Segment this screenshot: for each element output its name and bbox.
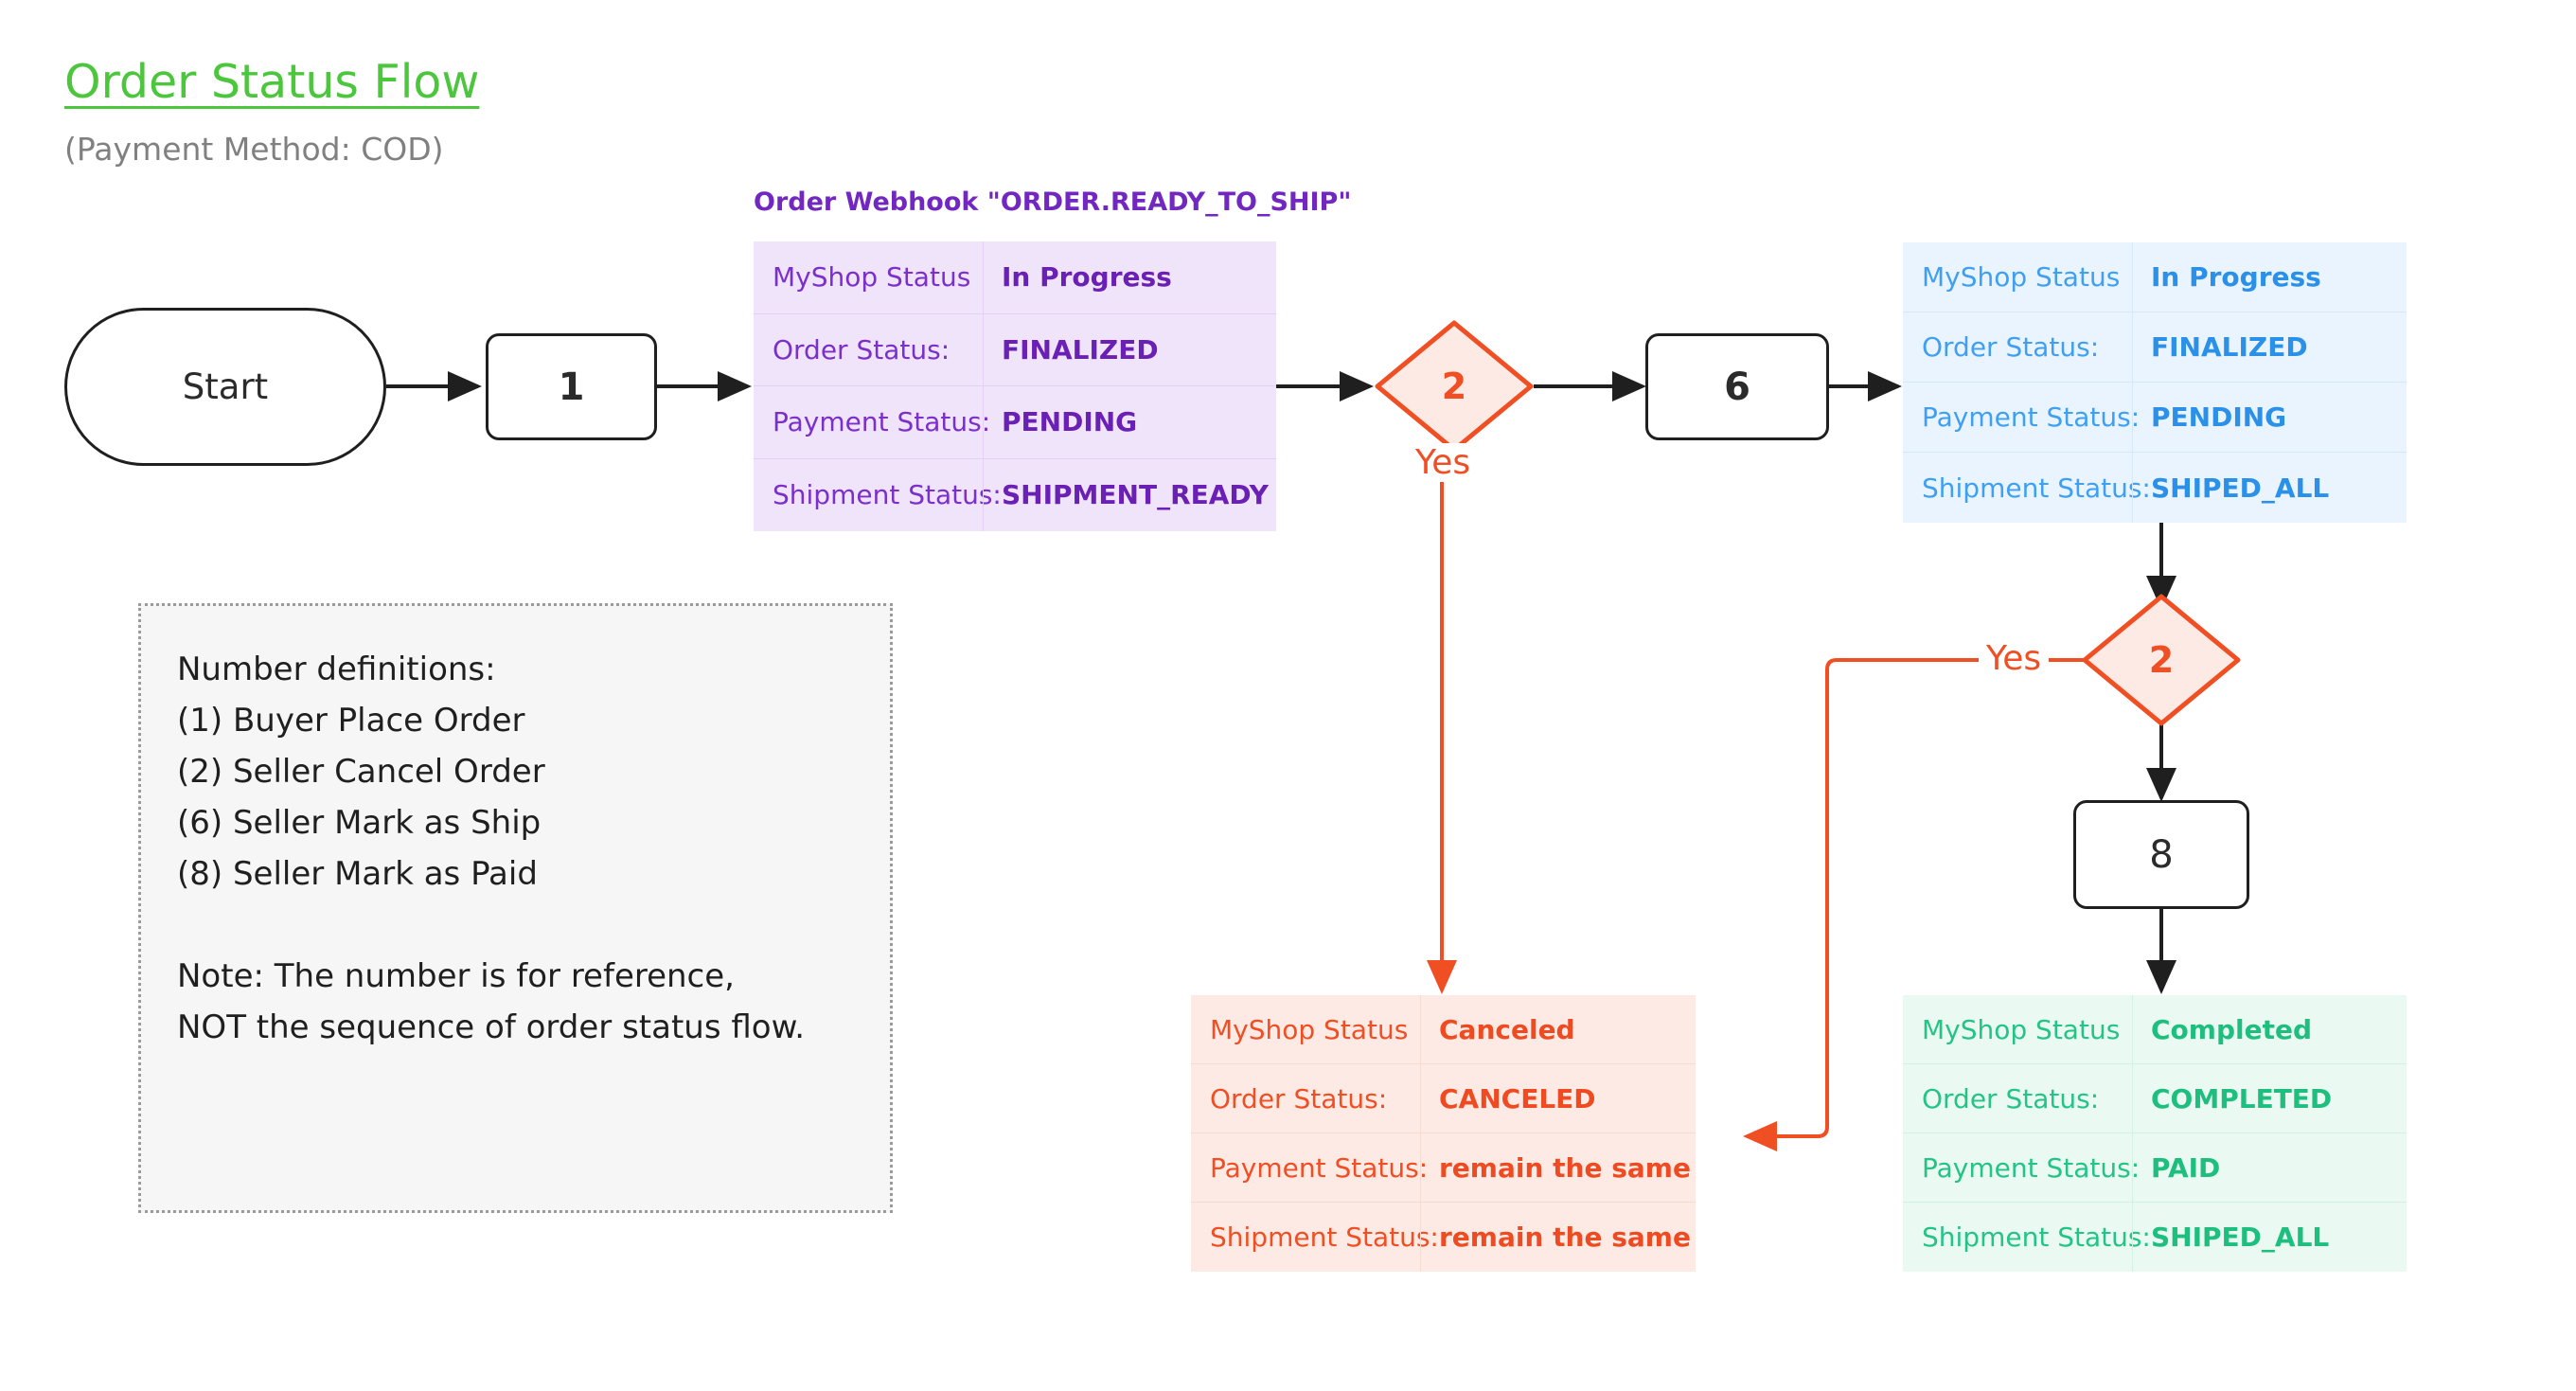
table-row: Payment Status: PAID [1903, 1133, 2407, 1203]
node-step-6-label: 6 [1724, 365, 1750, 409]
status-table-completed: MyShop Status Completed Order Status: CO… [1903, 995, 2407, 1272]
node-step-8[interactable]: 8 [2073, 800, 2249, 909]
table-row: Order Status: FINALIZED [754, 314, 1276, 386]
notes-box: Number definitions: (1) Buyer Place Orde… [138, 603, 893, 1213]
table-row: Payment Status: PENDING [1903, 383, 2407, 453]
node-step-1-label: 1 [558, 365, 585, 409]
row-value: PENDING [2151, 401, 2287, 433]
table-row: Order Status: FINALIZED [1903, 312, 2407, 383]
webhook-caption: Order Webhook "ORDER.READY_TO_SHIP" [754, 187, 1352, 217]
row-key: Payment Status: [1210, 1151, 1429, 1184]
row-value: SHIPMENT_READY [1002, 479, 1269, 511]
diamond-shape-icon [1375, 320, 1534, 453]
table-row: Shipment Status: remain the same [1191, 1203, 1696, 1272]
page-subtitle: (Payment Method: COD) [64, 131, 444, 168]
node-step-6[interactable]: 6 [1645, 333, 1829, 440]
row-value: remain the same [1439, 1151, 1691, 1184]
row-key: Shipment Status: [773, 479, 1002, 511]
table-row: Shipment Status: SHIPED_ALL [1903, 453, 2407, 523]
row-value: Completed [2151, 1013, 2313, 1045]
table-row: MyShop Status Completed [1903, 995, 2407, 1064]
row-value: Canceled [1439, 1013, 1575, 1045]
edge-label-yes-left: Yes [1979, 639, 2050, 678]
row-value: FINALIZED [1002, 333, 1159, 366]
row-key: Order Status: [773, 333, 950, 366]
row-value: In Progress [2151, 261, 2321, 293]
row-value: remain the same [1439, 1222, 1691, 1253]
node-decision-1[interactable]: 2 [1373, 318, 1536, 455]
row-key: Order Status: [1210, 1082, 1388, 1115]
row-key: Shipment Status: [1922, 1222, 2151, 1253]
table-row: Shipment Status: SHIPMENT_READY [754, 459, 1276, 532]
table-row: Order Status: CANCELED [1191, 1064, 1696, 1133]
row-key: Order Status: [1922, 1082, 2100, 1115]
row-value: CANCELED [1439, 1082, 1596, 1115]
notes-text: Number definitions: (1) Buyer Place Orde… [177, 651, 806, 1046]
row-key: Order Status: [1922, 331, 2100, 363]
table-row: Payment Status: PENDING [754, 386, 1276, 459]
row-key: Payment Status: [1922, 1151, 2141, 1184]
node-step-1[interactable]: 1 [486, 333, 657, 440]
row-value: FINALIZED [2151, 331, 2308, 363]
row-key: Payment Status: [773, 406, 991, 438]
row-value: SHIPED_ALL [2151, 1222, 2330, 1253]
row-key: MyShop Status [1210, 1013, 1409, 1045]
row-value: SHIPED_ALL [2151, 472, 2330, 504]
status-table-canceled: MyShop Status Canceled Order Status: CAN… [1191, 995, 1696, 1272]
node-decision-2[interactable]: 2 [2080, 592, 2243, 728]
row-value: PAID [2151, 1151, 2221, 1184]
page-title: Order Status Flow [64, 55, 480, 109]
table-row: Payment Status: remain the same [1191, 1133, 1696, 1203]
row-key: Shipment Status: [1922, 472, 2151, 504]
edge-label-yes-down: Yes [1408, 443, 1479, 482]
row-value: PENDING [1002, 406, 1138, 438]
status-table-in-progress-shipped: MyShop Status In Progress Order Status: … [1903, 242, 2407, 523]
status-table-webhook-ready-to-ship: MyShop Status In Progress Order Status: … [754, 241, 1276, 531]
table-row: Shipment Status: SHIPED_ALL [1903, 1203, 2407, 1272]
table-row: Order Status: COMPLETED [1903, 1064, 2407, 1133]
diamond-shape-icon [2082, 594, 2241, 726]
table-row: MyShop Status Canceled [1191, 995, 1696, 1064]
row-key: Payment Status: [1922, 401, 2141, 433]
row-value: In Progress [1002, 261, 1172, 294]
node-start[interactable]: Start [64, 308, 386, 466]
node-start-label: Start [182, 366, 269, 407]
table-row: MyShop Status In Progress [1903, 242, 2407, 312]
row-key: MyShop Status [773, 261, 971, 294]
row-key: Shipment Status: [1210, 1222, 1439, 1253]
row-value: COMPLETED [2151, 1082, 2333, 1115]
table-row: MyShop Status In Progress [754, 241, 1276, 314]
row-key: MyShop Status [1922, 1013, 2121, 1045]
row-key: MyShop Status [1922, 261, 2121, 293]
node-step-8-label: 8 [2149, 832, 2174, 877]
